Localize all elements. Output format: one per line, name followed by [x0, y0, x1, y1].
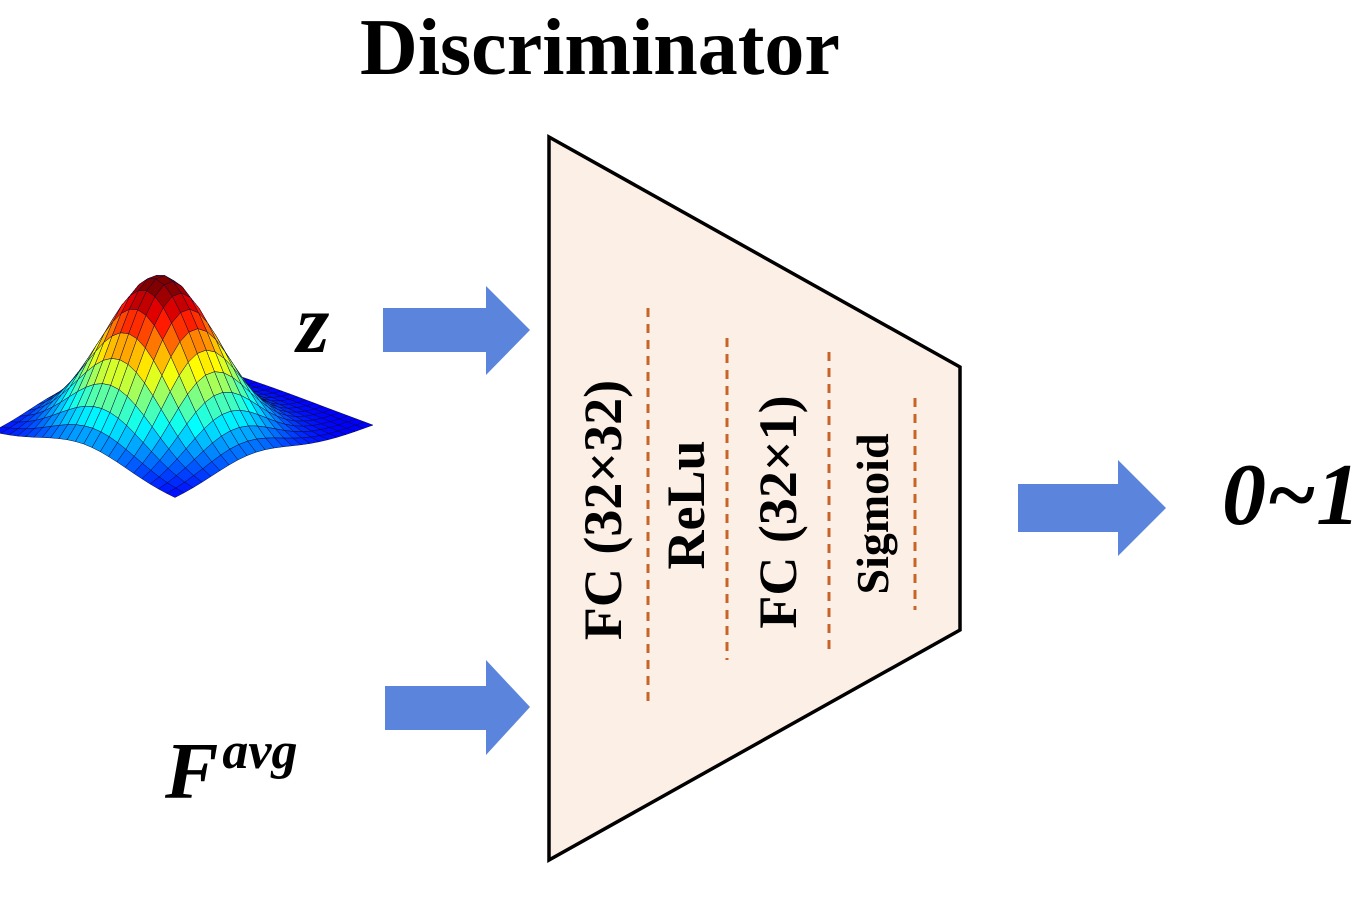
z-label: z	[294, 278, 330, 371]
discriminator-block	[547, 134, 962, 863]
output-arrow	[1018, 460, 1166, 556]
z-input-arrow	[383, 286, 530, 375]
f-superscript: avg	[222, 723, 297, 780]
f-label: F	[164, 728, 218, 816]
diagram-title: Discriminator	[360, 4, 840, 92]
layer-label-fc-32x1: FC (32×1)	[748, 395, 808, 628]
layer-label-sigmoid: Sigmoid	[847, 433, 898, 594]
f-avg-label: Favg	[164, 723, 297, 816]
layer-label-fc-32x32: FC (32×32)	[573, 380, 633, 640]
f-input-arrow	[385, 660, 530, 755]
output-label: 0~1	[1222, 447, 1360, 544]
surface-cell	[166, 487, 185, 498]
gaussian-surface-icon	[0, 275, 374, 498]
layer-label-relu: ReLu	[656, 440, 716, 569]
